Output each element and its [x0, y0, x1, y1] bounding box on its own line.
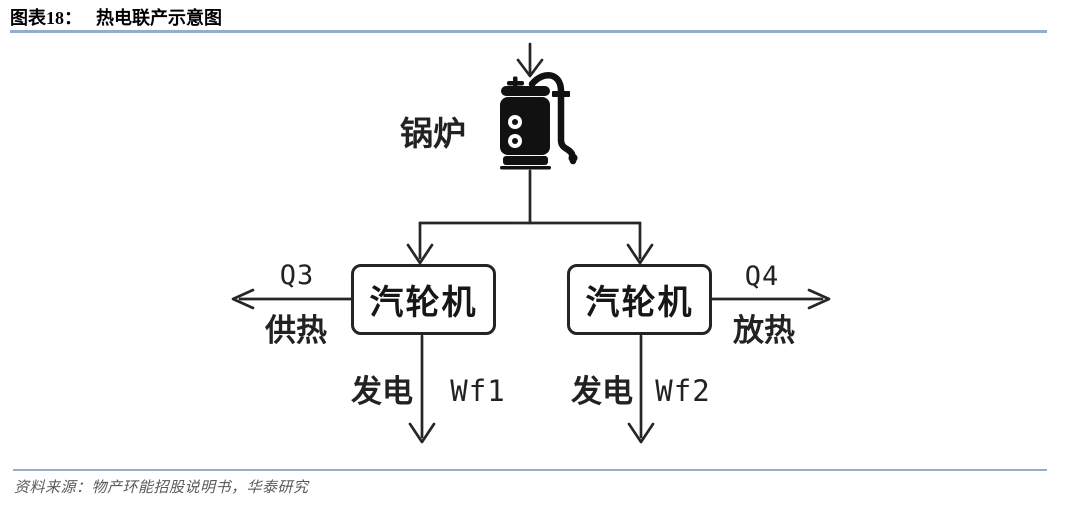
heat-release-label: 放热 [733, 313, 795, 348]
arrow-wf2-power-output [627, 334, 655, 444]
q4-flow-label: Q4 [744, 261, 780, 292]
arrow-right-turbine-input [626, 221, 654, 265]
generation-left-label: 发电 [351, 374, 413, 409]
figure-title: 图表18： 热电联产示意图 [10, 4, 222, 30]
footer-divider [13, 469, 1047, 471]
source-note: 资料来源：物产环能招股说明书，华泰研究 [14, 480, 309, 496]
generation-right-label: 发电 [571, 374, 633, 409]
arrow-left-turbine-input [406, 221, 434, 265]
figure-label: 图表18： [10, 8, 82, 28]
title-divider [10, 30, 1047, 33]
turbine-left-box: 汽轮机 [351, 264, 496, 335]
q3-flow-label: Q3 [279, 260, 315, 291]
arrow-wf1-power-output [408, 334, 436, 444]
wf1-flow-label: Wf1 [450, 374, 506, 408]
arrow-fuel-input [516, 42, 544, 78]
heat-supply-label: 供热 [265, 313, 327, 348]
turbine-right-box: 汽轮机 [567, 264, 712, 335]
arrow-q3-heat-supply [231, 288, 353, 310]
figure-name: 热电联产示意图 [96, 8, 222, 28]
wf2-flow-label: Wf2 [655, 374, 711, 408]
arrow-q4-heat-release [709, 288, 831, 310]
boiler-label: 锅炉 [400, 115, 466, 152]
boiler-icon [500, 72, 578, 170]
